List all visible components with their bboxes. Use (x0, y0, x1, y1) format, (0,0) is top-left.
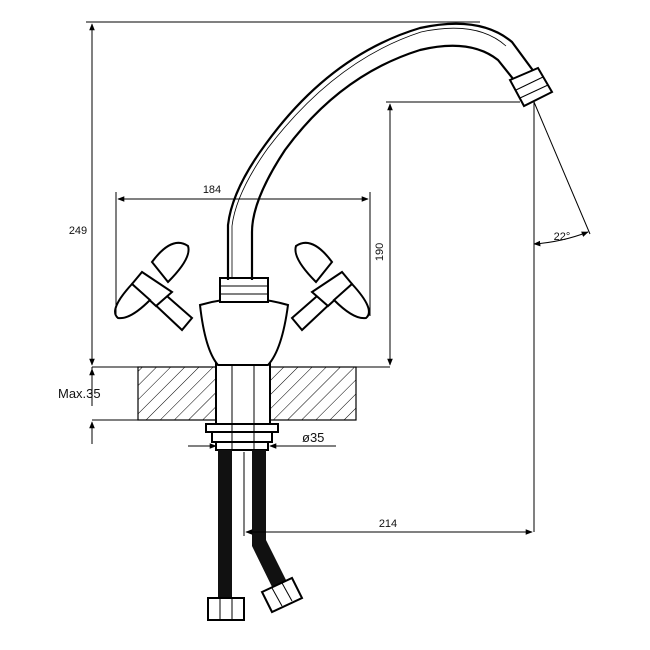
right-cross-handle (290, 241, 370, 332)
dimension-spout-angle: 22° (533, 101, 591, 532)
left-hose-nut (207, 597, 245, 621)
label-handle-span: 184 (203, 184, 221, 196)
right-hose-nut (260, 576, 304, 614)
dimension-handle-span: 184 (115, 184, 371, 316)
dimension-mount-diameter: ø35 (188, 430, 336, 449)
dimension-spout-height: 190 (374, 101, 520, 366)
label-spout-reach: 214 (379, 518, 397, 530)
label-spout-angle: 22° (554, 231, 571, 243)
mounting-shank (205, 361, 279, 451)
dimension-counter-thickness: Max.35 (58, 367, 101, 444)
faucet-body (198, 277, 290, 366)
label-spout-height: 190 (374, 243, 386, 261)
dimension-height-total: 249 (69, 21, 480, 366)
left-cross-handle (114, 241, 194, 332)
dimension-spout-reach: 214 (243, 452, 533, 536)
supply-hoses (207, 450, 304, 621)
label-counter-thickness: Max.35 (58, 386, 101, 401)
spout (226, 22, 554, 280)
label-height-total: 249 (69, 225, 87, 237)
aerator (508, 66, 554, 108)
label-mount-diameter: ø35 (302, 430, 324, 445)
